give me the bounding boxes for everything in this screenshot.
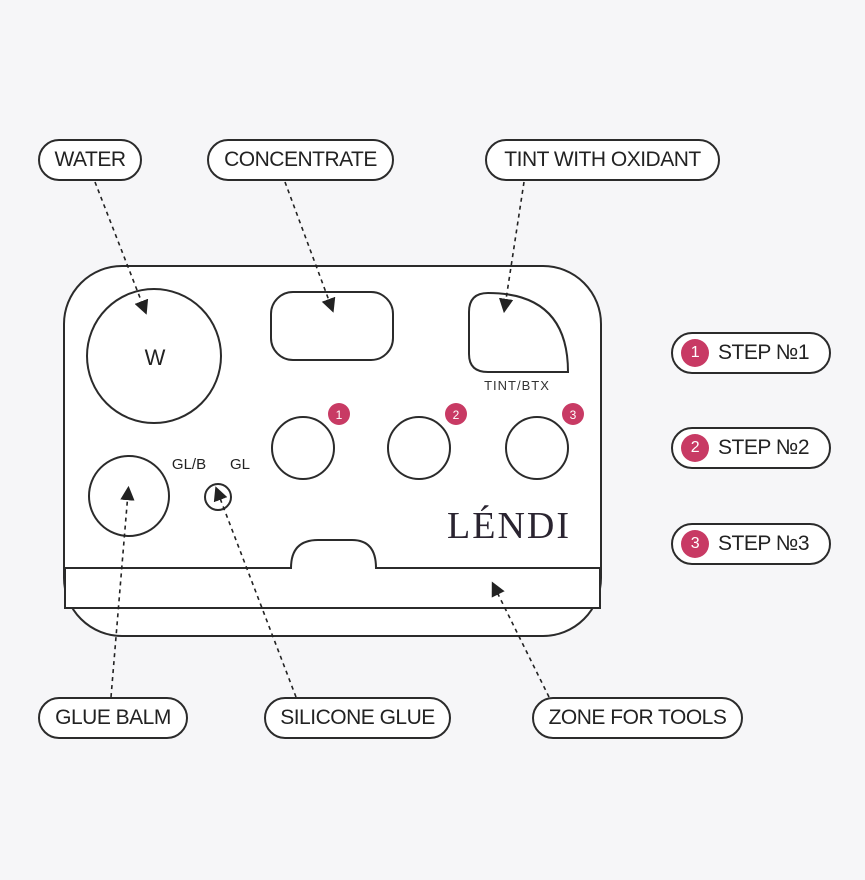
glue-balm-well (88, 455, 170, 537)
brand-logo: LÉNDI (447, 505, 571, 547)
water-well-label: W (145, 345, 166, 370)
tool-zone (64, 539, 601, 609)
legend-step-3-badge: 3 (681, 530, 709, 558)
glb-label: GL/B (172, 456, 206, 473)
callout-zone-for-tools: ZONE FOR TOOLS (532, 697, 743, 739)
step-badge-1-text: 1 (336, 408, 343, 422)
gl-label: GL (230, 456, 250, 473)
step-well-1 (271, 416, 335, 480)
legend-step-2-label: STEP №2 (718, 436, 810, 459)
arrow-tint (498, 181, 525, 314)
arrow-water (94, 181, 149, 315)
step-badge-3 (562, 403, 584, 425)
step-well-3 (505, 416, 569, 480)
step-well-2 (387, 416, 451, 480)
step-badge-2-text: 2 (453, 408, 460, 422)
legend-step-2-badge: 2 (681, 434, 709, 462)
callout-water: WATER (38, 139, 142, 181)
tint-well (468, 291, 570, 373)
callout-concentrate: CONCENTRATE (207, 139, 394, 181)
legend-step-2: 2 STEP №2 (671, 427, 831, 469)
callout-glue-balm: GLUE BALM (38, 697, 188, 739)
arrow-concentrate (284, 181, 336, 313)
callout-tint-with-oxidant: TINT WITH OXIDANT (485, 139, 720, 181)
arrow-glue-balm (110, 485, 135, 698)
step-badge-2 (445, 403, 467, 425)
callout-silicone-glue: SILICONE GLUE (264, 697, 451, 739)
step-badge-3-text: 3 (570, 408, 577, 422)
water-well (86, 288, 222, 424)
legend-step-1-badge: 1 (681, 339, 709, 367)
legend-step-3-label: STEP №3 (718, 532, 810, 555)
step-badge-1 (328, 403, 350, 425)
legend-step-1-label: STEP №1 (718, 341, 810, 364)
tint-label: TINT/BTX (484, 378, 550, 393)
legend-step-1: 1 STEP №1 (671, 332, 831, 374)
legend-step-3: 3 STEP №3 (671, 523, 831, 565)
concentrate-well (270, 291, 394, 361)
silicone-glue-well (204, 483, 232, 511)
